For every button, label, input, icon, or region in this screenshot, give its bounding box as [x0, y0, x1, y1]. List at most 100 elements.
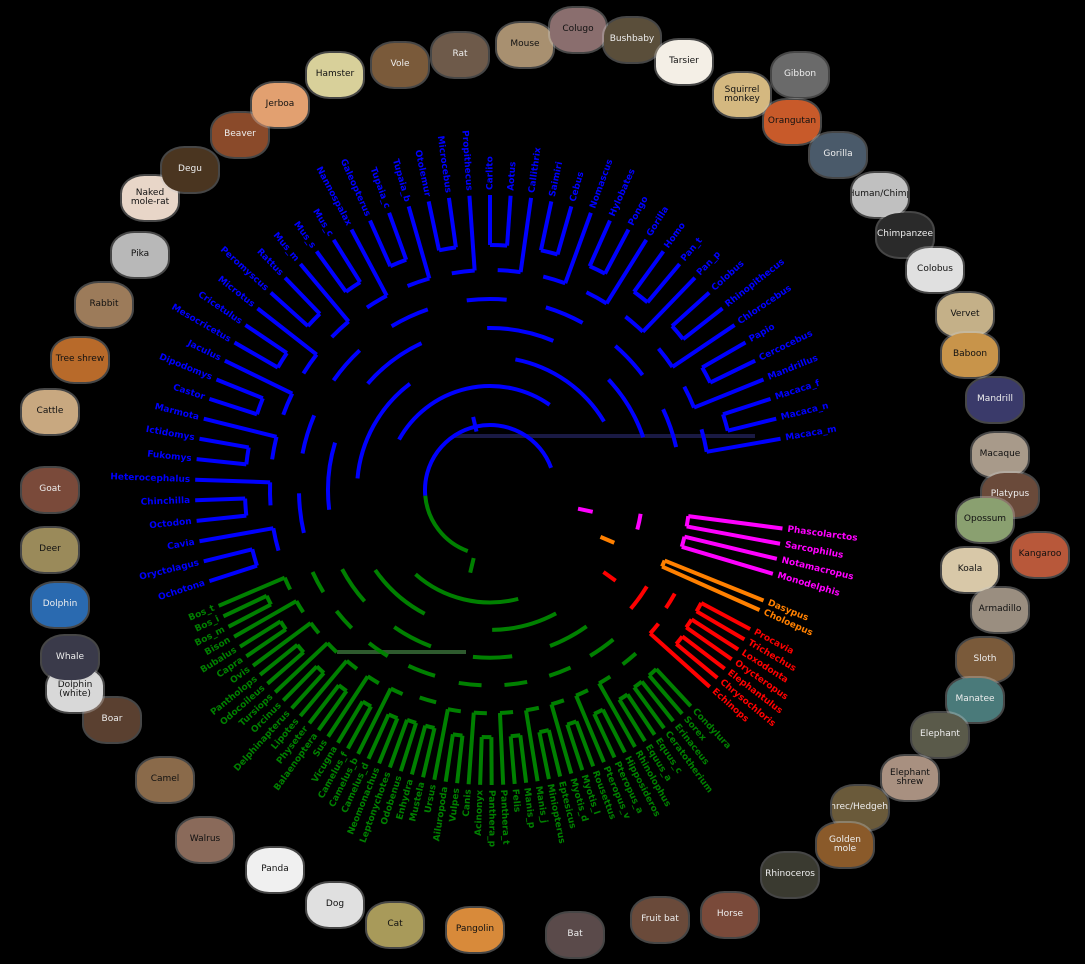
- animal-icon-mandrill: Mandrill: [967, 378, 1023, 422]
- branch-fukomys: [197, 459, 247, 464]
- branch-pan_p: [643, 278, 695, 332]
- branch-manis_j: [526, 710, 538, 781]
- animal-label: Goat: [38, 484, 62, 495]
- branch-cavia: [199, 528, 273, 541]
- branch-miniopterus: [539, 732, 549, 779]
- animal-icon-koala: Koala: [942, 548, 998, 592]
- node-arc: [407, 720, 416, 723]
- branch-capra: [246, 629, 286, 656]
- branch-nomascus: [565, 213, 591, 283]
- node-arc: [663, 409, 676, 447]
- animal-label: Chimpanzee: [877, 229, 933, 240]
- tip-label: Carlito: [486, 156, 496, 190]
- node-arc: [492, 613, 556, 630]
- node-arc: [328, 443, 335, 510]
- animal-label: Elephant: [919, 729, 961, 740]
- animal-label: Dolphin: [42, 599, 79, 610]
- node-arc: [590, 639, 613, 655]
- node-arc: [487, 328, 553, 341]
- branch-choloepus: [662, 567, 759, 610]
- node-arc: [684, 387, 694, 408]
- node-arc: [281, 621, 286, 629]
- animal-label: Panda: [260, 864, 289, 875]
- node-arc: [637, 514, 640, 530]
- node-arc: [252, 549, 257, 565]
- animal-label: Vole: [389, 59, 410, 70]
- branch-octodon: [197, 516, 247, 521]
- branch-pongo: [605, 230, 628, 274]
- branch-physeter: [309, 685, 338, 723]
- animal-icon-panda: Panda: [247, 848, 303, 892]
- branch-chlorocebus: [672, 325, 734, 367]
- node-arc: [448, 709, 461, 711]
- node-arc: [420, 697, 436, 702]
- node-arc: [408, 278, 430, 285]
- branch-camelus_f: [348, 706, 371, 748]
- branch-bubalus: [240, 621, 281, 646]
- branch-eptesicus: [549, 730, 560, 776]
- animal-icon-horse: Horse: [702, 893, 758, 937]
- node-arc: [347, 661, 357, 669]
- animal-label: Colobus: [916, 264, 954, 275]
- node-arc: [369, 643, 388, 656]
- node-arc: [392, 309, 428, 326]
- animal-label: Hamster: [315, 69, 356, 80]
- node-arc: [649, 669, 656, 675]
- node-arc: [686, 619, 691, 627]
- node-arc: [546, 307, 583, 323]
- node-arc: [332, 321, 349, 337]
- animal-icon-gibbon: Gibbon: [772, 53, 828, 97]
- node-arc: [474, 713, 487, 714]
- animal-label: Colugo: [561, 24, 594, 35]
- node-arc: [490, 245, 507, 246]
- animal-label: Gorilla: [822, 149, 853, 160]
- branch-microcebus: [449, 198, 456, 247]
- animal-label: Rabbit: [88, 299, 119, 310]
- tip-label: Pan_p: [695, 249, 723, 278]
- branch-ictidomys: [199, 439, 248, 448]
- node-arc: [567, 721, 576, 724]
- animal-icon-human-chimp: Human/Chimp: [852, 173, 908, 217]
- node-arc: [549, 668, 570, 676]
- branch-pantholops: [260, 645, 297, 675]
- node-arc: [339, 685, 347, 691]
- node-arc: [515, 359, 604, 421]
- branch-canis: [469, 713, 474, 785]
- branch-equus_c: [627, 694, 654, 734]
- animal-icon-elephant: Elephant: [912, 713, 968, 757]
- node-arc: [459, 683, 482, 685]
- branch-panthera_t: [500, 713, 503, 785]
- node-arc: [467, 299, 507, 300]
- animal-label: Mandrill: [976, 394, 1014, 405]
- branch-oryctolagus: [204, 549, 252, 561]
- animal-label: Pangolin: [455, 924, 495, 935]
- node-arc: [541, 250, 558, 254]
- animal-icon-rhinoceros: Rhinoceros: [762, 853, 818, 897]
- animal-icon-degu: Degu: [162, 148, 218, 192]
- tip-label: Gorilla: [645, 205, 671, 239]
- node-arc: [408, 666, 435, 676]
- animal-icon-camel: Camel: [137, 758, 193, 802]
- animal-icon-pangolin: Pangolin: [447, 908, 503, 952]
- tip-label: Heterocephalus: [110, 472, 190, 485]
- node-arc: [586, 292, 606, 303]
- tip-label: Pongo: [627, 195, 651, 228]
- node-arc: [327, 643, 336, 652]
- animal-label: Opossum: [963, 514, 1007, 525]
- branch-mus_c: [334, 240, 360, 282]
- branch-castor: [209, 399, 257, 414]
- tip-label: Tupaia_c: [367, 166, 391, 210]
- tip-label: Canis: [462, 789, 474, 817]
- node-arc: [473, 656, 512, 657]
- animal-label: Dog: [325, 899, 345, 910]
- node-arc: [625, 317, 642, 332]
- animal-icon-colobus: Colobus: [907, 248, 963, 292]
- animal-icon-jerboa: Jerboa: [252, 83, 308, 127]
- animal-icon-rat: Rat: [432, 33, 488, 77]
- node-arc: [590, 266, 605, 273]
- tip-label: Propithecus: [459, 130, 473, 191]
- animal-icon-gorilla: Gorilla: [810, 133, 866, 177]
- branch-galeopterus: [370, 221, 390, 267]
- branch-chinchilla: [195, 499, 245, 501]
